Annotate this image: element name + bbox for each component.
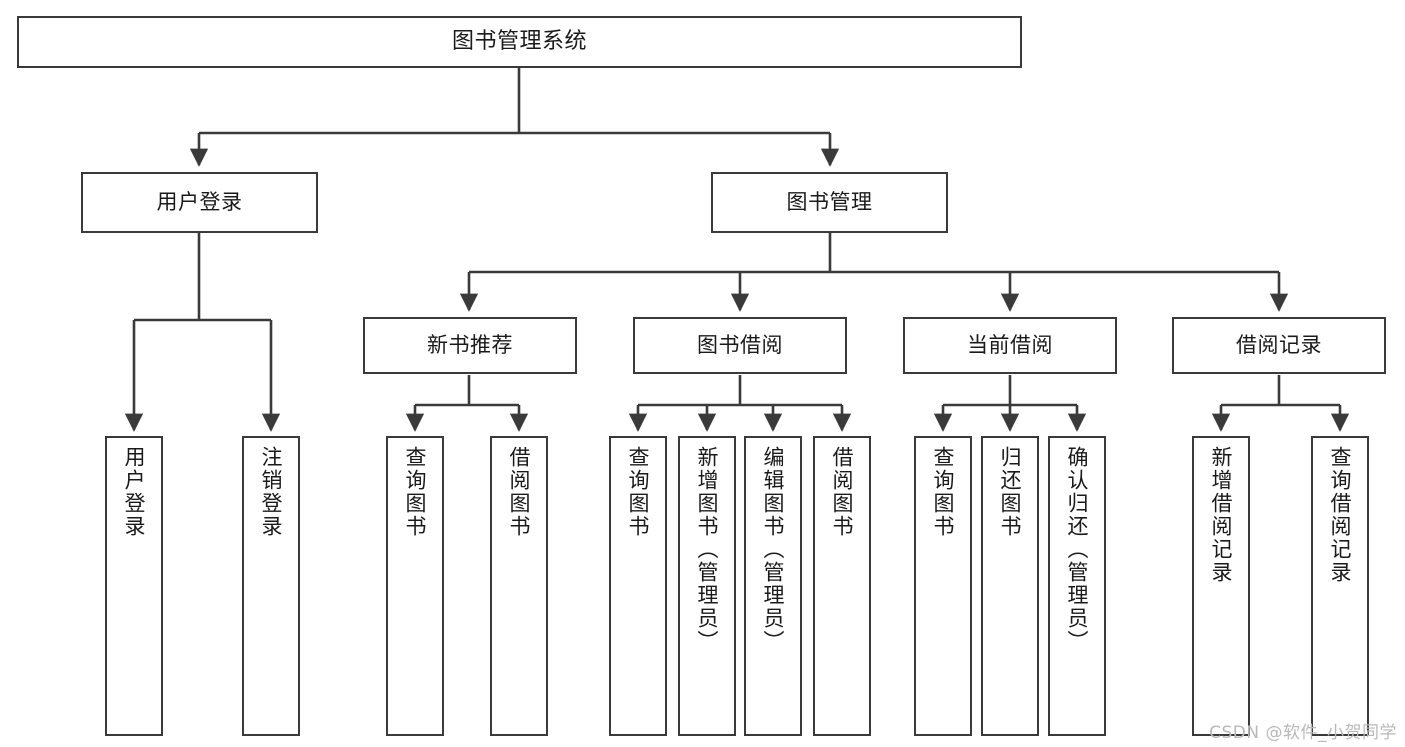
node-new-book-recommend-label: 新书推荐 <box>427 333 513 358</box>
leaf-add-record[interactable]: 新增借阅记录 <box>1192 436 1250 736</box>
leaf-edit-book-label: 编辑图书（管理员） <box>761 446 786 653</box>
leaf-add-book-label: 新增图书（管理员） <box>695 446 720 653</box>
node-book-manage[interactable]: 图书管理 <box>711 172 948 233</box>
node-book-manage-label: 图书管理 <box>786 190 873 215</box>
leaf-user-login-label: 用户登录 <box>122 446 147 538</box>
node-borrow-record[interactable]: 借阅记录 <box>1172 317 1386 374</box>
node-borrow-record-label: 借阅记录 <box>1236 333 1322 358</box>
node-root-label: 图书管理系统 <box>451 29 587 55</box>
leaf-borrow-book-1[interactable]: 借阅图书 <box>490 436 548 736</box>
leaf-query-record-label: 查询借阅记录 <box>1328 446 1353 584</box>
leaf-confirm-return-label: 确认归还（管理员） <box>1065 446 1090 653</box>
node-new-book-recommend[interactable]: 新书推荐 <box>363 317 577 374</box>
leaf-confirm-return[interactable]: 确认归还（管理员） <box>1048 436 1106 736</box>
leaf-query-record[interactable]: 查询借阅记录 <box>1311 436 1369 736</box>
leaf-borrow-book-2-label: 借阅图书 <box>830 446 855 538</box>
node-book-borrow-label: 图书借阅 <box>697 333 783 358</box>
leaf-return-book-label: 归还图书 <box>998 446 1023 538</box>
node-root[interactable]: 图书管理系统 <box>17 16 1022 68</box>
leaf-user-login[interactable]: 用户登录 <box>105 436 163 736</box>
node-user-login-label: 用户登录 <box>156 190 243 215</box>
leaf-query-book-2-label: 查询图书 <box>626 446 651 538</box>
leaf-query-book-1-label: 查询图书 <box>403 446 428 538</box>
node-book-borrow[interactable]: 图书借阅 <box>633 317 847 374</box>
leaf-edit-book[interactable]: 编辑图书（管理员） <box>744 436 802 736</box>
watermark: CSDN @软件_小贺同学 <box>1209 723 1397 743</box>
leaf-add-record-label: 新增借阅记录 <box>1209 446 1234 584</box>
leaf-borrow-book-1-label: 借阅图书 <box>507 446 532 538</box>
leaf-query-book-2[interactable]: 查询图书 <box>609 436 667 736</box>
leaf-query-book-1[interactable]: 查询图书 <box>386 436 444 736</box>
leaf-query-book-3[interactable]: 查询图书 <box>914 436 972 736</box>
leaf-return-book[interactable]: 归还图书 <box>981 436 1039 736</box>
node-user-login[interactable]: 用户登录 <box>81 172 318 233</box>
node-current-borrow-label: 当前借阅 <box>967 333 1053 358</box>
leaf-user-logout-label: 注销登录 <box>259 446 284 538</box>
leaf-query-book-3-label: 查询图书 <box>931 446 956 538</box>
leaf-user-logout[interactable]: 注销登录 <box>242 436 300 736</box>
leaf-borrow-book-2[interactable]: 借阅图书 <box>813 436 871 736</box>
node-current-borrow[interactable]: 当前借阅 <box>903 317 1117 374</box>
leaf-add-book[interactable]: 新增图书（管理员） <box>678 436 736 736</box>
